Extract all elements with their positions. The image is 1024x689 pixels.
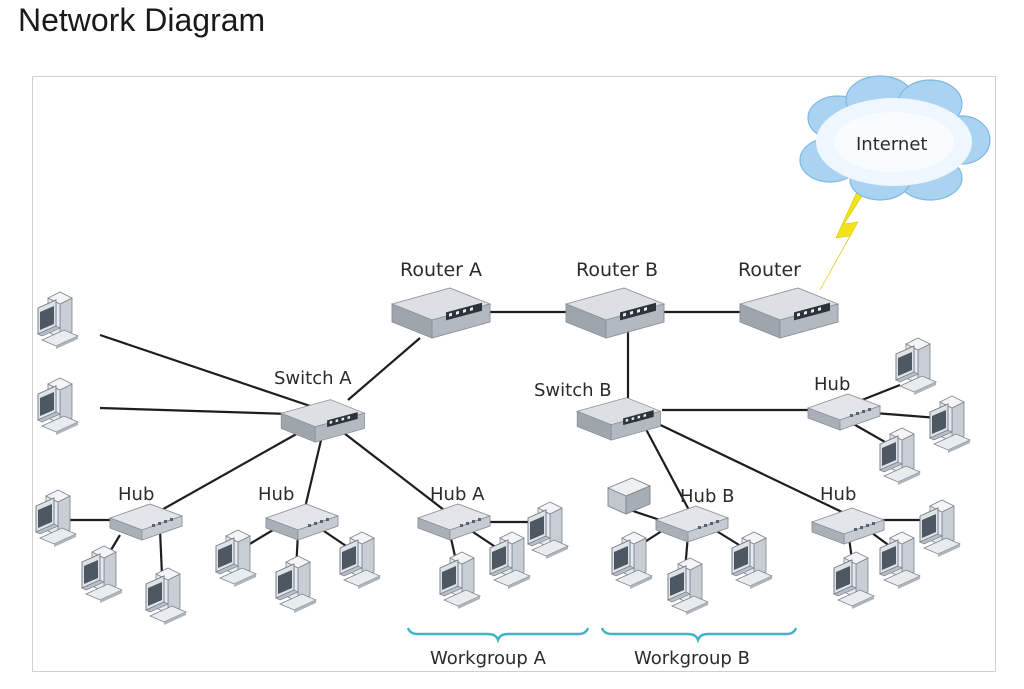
- hub-icon: [807, 393, 881, 431]
- hub-icon: [109, 503, 183, 541]
- hub-1-label: Hub: [118, 484, 154, 505]
- computer-icon: [275, 555, 317, 614]
- hub-right-bottom-label: Hub: [820, 484, 856, 505]
- cloud-icon: [799, 75, 991, 201]
- computer-icon: [339, 531, 381, 590]
- switch-b-label: Switch B: [534, 380, 612, 401]
- computer-icon: [439, 551, 481, 610]
- computer-icon: [527, 501, 569, 560]
- computer-icon: [37, 291, 79, 350]
- hub-a-icon: [417, 503, 491, 541]
- router-label: Router: [738, 259, 801, 281]
- computer-icon: [667, 557, 709, 616]
- computer-icon: [145, 567, 187, 626]
- hub-b-label: Hub B: [680, 486, 734, 507]
- workgroup-braces: [406, 627, 798, 644]
- router-icon: [739, 287, 839, 339]
- computer-icon: [929, 395, 971, 454]
- switch-a-label: Switch A: [274, 368, 352, 389]
- hub-icon: [811, 507, 885, 545]
- internet-label: Internet: [856, 134, 927, 155]
- hub-right-top-label: Hub: [814, 374, 850, 395]
- page-title: Network Diagram: [18, 2, 266, 38]
- computer-icon: [731, 531, 773, 590]
- computer-icon: [489, 531, 531, 590]
- workgroup-b-label: Workgroup B: [634, 648, 750, 669]
- router-a-label: Router A: [400, 259, 482, 281]
- router-b-icon: [565, 287, 665, 339]
- computer-icon: [879, 531, 921, 590]
- computer-icon: [37, 377, 79, 436]
- hub-icon: [265, 503, 339, 541]
- computer-icon: [35, 489, 77, 548]
- hub-a-label: Hub A: [430, 484, 485, 505]
- hub-2-label: Hub: [258, 484, 294, 505]
- router-b-label: Router B: [576, 259, 658, 281]
- computer-icon: [919, 499, 961, 558]
- computer-icon: [81, 545, 123, 604]
- router-a-icon: [391, 287, 491, 339]
- hub-b-icon: [655, 505, 729, 543]
- computer-icon: [879, 427, 921, 486]
- computer-icon: [215, 529, 257, 588]
- workgroup-a-label: Workgroup A: [430, 648, 547, 669]
- printer-icon: [606, 477, 652, 515]
- computer-icon: [895, 337, 937, 396]
- computer-icon: [833, 551, 875, 610]
- computer-icon: [611, 531, 653, 590]
- network-links: [65, 310, 939, 576]
- lightning-icon: [819, 184, 869, 291]
